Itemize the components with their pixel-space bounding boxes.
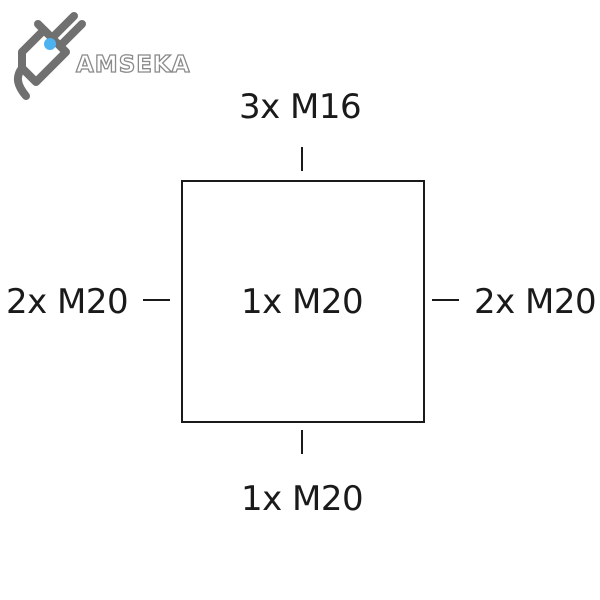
right-entry-label: 2x M20 xyxy=(474,282,597,322)
amseka-logo: AMSEKA xyxy=(8,4,198,100)
center-entry-label: 1x M20 xyxy=(241,282,364,322)
bottom-entry-label: 1x M20 xyxy=(241,479,364,519)
top-tick xyxy=(301,147,303,171)
right-tick xyxy=(432,299,459,301)
bottom-tick xyxy=(301,430,303,454)
left-tick xyxy=(143,299,170,301)
top-entry-label: 3x M16 xyxy=(239,87,362,127)
enclosure-box xyxy=(181,180,425,423)
left-entry-label: 2x M20 xyxy=(6,282,129,322)
plug-icon xyxy=(13,12,86,100)
logo-text: AMSEKA xyxy=(75,51,191,78)
